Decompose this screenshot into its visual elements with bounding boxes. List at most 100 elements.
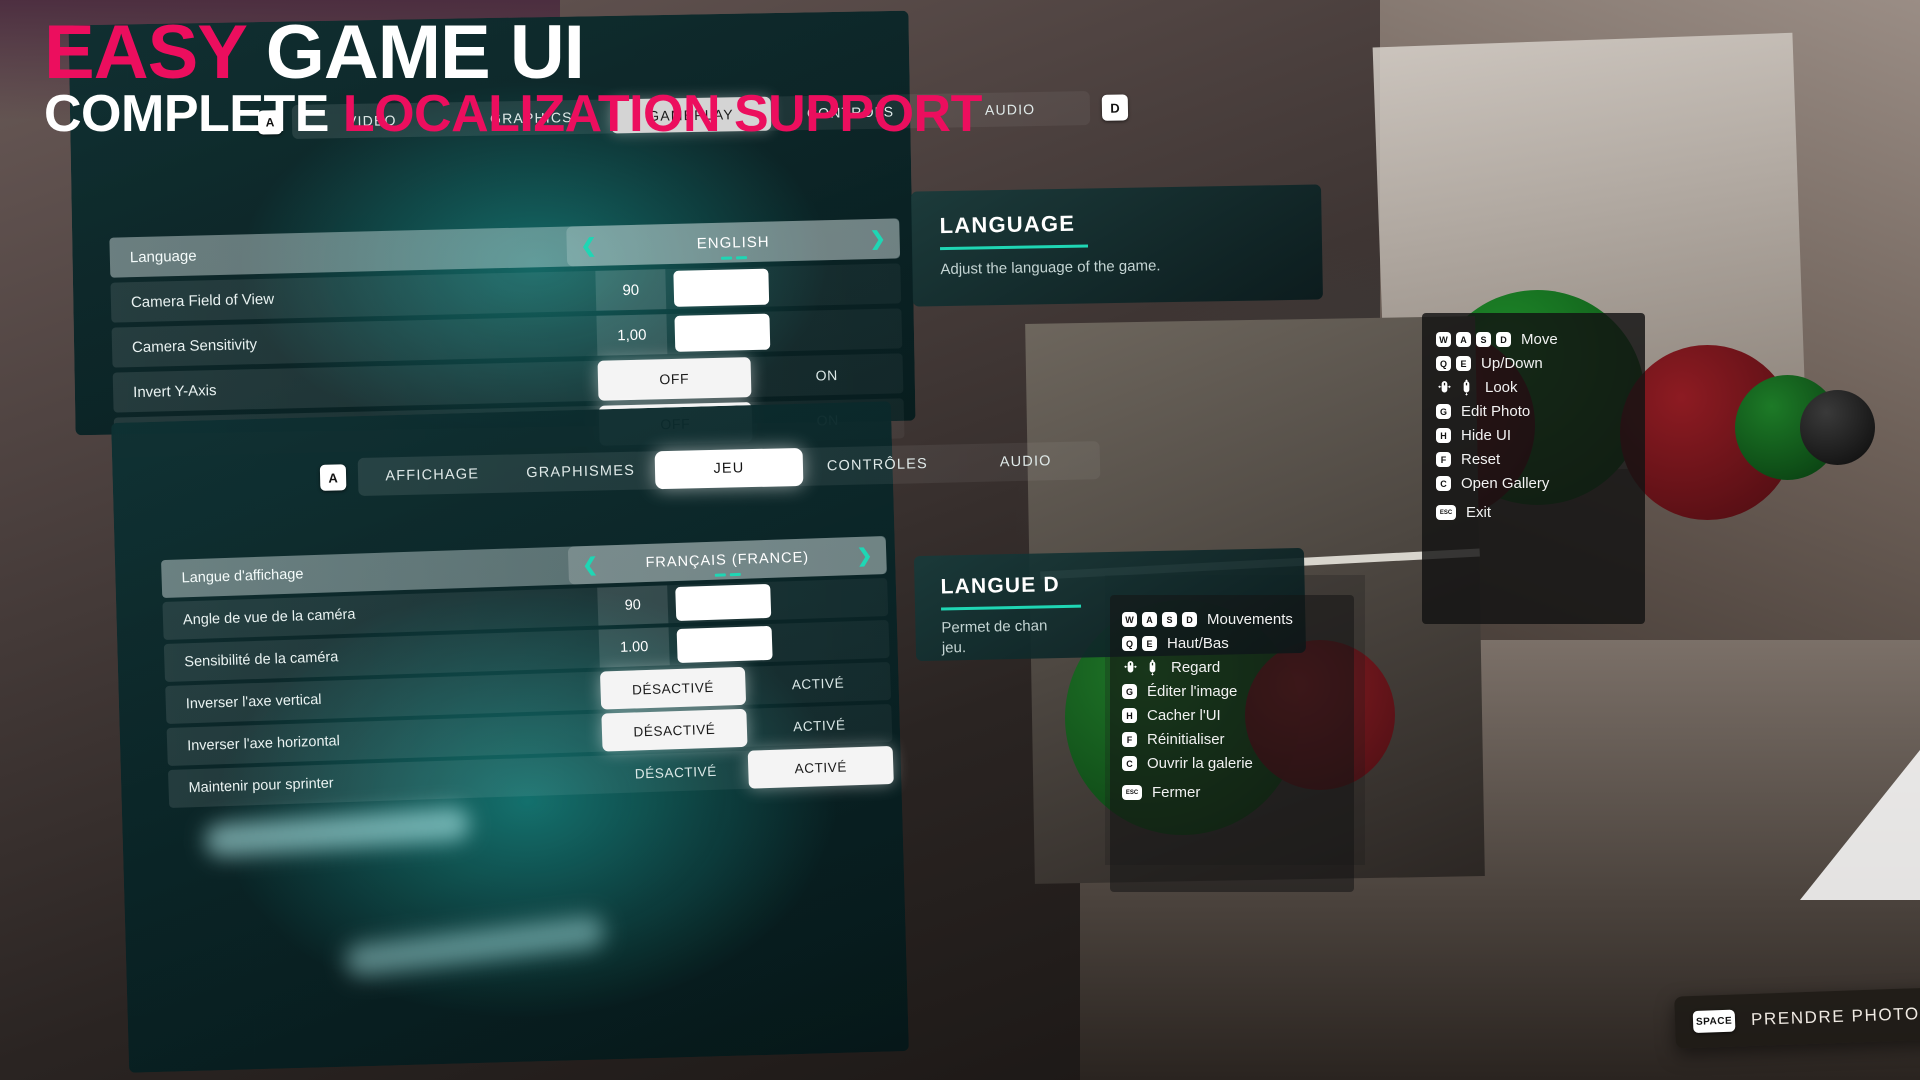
key-badge-d: D <box>1496 332 1511 347</box>
key-group: H <box>1436 428 1451 443</box>
next-tab-key-badge[interactable]: D <box>1101 94 1129 121</box>
french-tab-audio[interactable]: AUDIO <box>951 441 1100 482</box>
slider-control[interactable]: 90 <box>597 578 888 626</box>
english-tab-controls[interactable]: CONTROLS <box>770 94 930 131</box>
french-tab-jeu[interactable]: JEU <box>654 447 804 490</box>
hud-label: Look <box>1485 379 1518 396</box>
toggle-option-on[interactable]: ON <box>815 366 838 384</box>
tab-label: CONTRÔLES <box>826 456 929 475</box>
hud-label: Move <box>1521 331 1558 348</box>
slider-handle[interactable] <box>675 583 772 622</box>
mouse-horizontal-icon <box>1438 381 1451 393</box>
english-tab-graphics[interactable]: GRAPHICS <box>451 99 611 136</box>
toggle-control[interactable]: OFF ON <box>597 353 904 401</box>
row-label: Language <box>129 247 197 266</box>
english-tab-video[interactable]: VIDEO <box>292 102 452 139</box>
tab-label: VIDEO <box>346 112 397 130</box>
key-badge-h: H <box>1436 428 1451 443</box>
slider-control[interactable]: 90 <box>595 263 901 311</box>
hud-label: Réinitialiser <box>1147 731 1225 748</box>
key-group: G <box>1122 684 1137 699</box>
row-label: Inverser l'axe vertical <box>185 691 322 713</box>
english-hud-line-2: Look <box>1436 379 1631 396</box>
slider-handle[interactable] <box>674 313 771 352</box>
selector-value: FRANÇAIS (FRANCE) <box>598 548 857 577</box>
tab-label: GRAPHICS <box>489 109 573 127</box>
tab-label: CONTROLS <box>806 103 895 122</box>
english-tab-audio[interactable]: AUDIO <box>930 91 1090 128</box>
key-badge-esc: ESC <box>1122 785 1142 800</box>
prev-tab-key-badge-fr[interactable]: A <box>319 464 347 491</box>
key-group: F <box>1436 452 1451 467</box>
french-tab-graphismes[interactable]: GRAPHISMES <box>506 451 655 492</box>
key-badge-s: S <box>1162 612 1177 627</box>
space-key-badge: SPACE <box>1692 1009 1736 1034</box>
key-group: G <box>1436 404 1451 419</box>
prev-tab-key-badge[interactable]: A <box>257 110 283 135</box>
mouse-horizontal-icon <box>1124 661 1137 673</box>
slider-handle[interactable] <box>673 268 770 307</box>
slider-control[interactable]: 1.00 <box>598 620 890 668</box>
scene-light-triangle <box>1800 750 1920 900</box>
mouse-vertical-icon <box>1149 659 1156 676</box>
slider-control[interactable]: 1,00 <box>596 308 902 356</box>
french-info-rule <box>941 604 1082 611</box>
hud-label: Open Gallery <box>1461 475 1550 492</box>
language-selector[interactable]: ❮ENGLISH❯ <box>566 218 901 267</box>
english-hud-line-6: C Open Gallery <box>1436 475 1631 492</box>
key-group: C <box>1436 476 1451 491</box>
toggle-option-off[interactable]: DÉSACTIVÉ <box>601 708 748 752</box>
chevron-left-icon[interactable]: ❮ <box>582 553 599 576</box>
toggle-control[interactable]: DÉSACTIVÉ ACTIVÉ <box>603 745 894 794</box>
toggle-option-on[interactable]: ACTIVÉ <box>791 675 845 692</box>
selector-page-dots <box>720 255 747 260</box>
toggle-control[interactable]: DÉSACTIVÉ ACTIVÉ <box>599 662 891 710</box>
toggle-option-on[interactable]: ACTIVÉ <box>747 745 894 789</box>
key-group: F <box>1122 732 1137 747</box>
row-label: Invert Y-Axis <box>132 381 217 401</box>
take-photo-button[interactable]: SPACE PRENDRE PHOTO <box>1674 987 1920 1049</box>
toggle-option-on[interactable]: ACTIVÉ <box>792 716 846 734</box>
row-label: Angle de vue de la caméra <box>182 606 356 629</box>
chevron-right-icon[interactable]: ❯ <box>856 544 873 567</box>
key-badge-c: C <box>1436 476 1451 491</box>
hud-label: Edit Photo <box>1461 403 1531 420</box>
slider-handle[interactable] <box>676 625 773 664</box>
english-tab-gameplay[interactable]: GAMEPLAY <box>610 96 772 134</box>
key-badge-w: W <box>1122 612 1137 627</box>
french-settings-list[interactable]: Langue d'affichage ❮FRANÇAIS (FRANCE)❯ Ang… <box>161 536 894 812</box>
hud-label: Regard <box>1171 659 1221 676</box>
row-label: Camera Sensitivity <box>131 335 258 356</box>
chevron-right-icon[interactable]: ❯ <box>869 228 886 250</box>
toggle-option-off[interactable]: DÉSACTIVÉ <box>599 666 747 710</box>
hud-exit-label: Fermer <box>1152 784 1201 801</box>
chevron-left-icon[interactable]: ❮ <box>580 235 597 257</box>
toggle-option-off[interactable]: DÉSACTIVÉ <box>634 763 718 781</box>
hud-label: Mouvements <box>1207 611 1293 628</box>
key-badge-g: G <box>1436 404 1451 419</box>
selector-page-dots <box>714 572 741 577</box>
french-info-description-2: jeu. <box>941 639 967 657</box>
toggle-control[interactable]: DÉSACTIVÉ ACTIVÉ <box>601 704 892 752</box>
page-dot <box>720 255 732 260</box>
row-label: Langue d'affichage <box>181 566 304 587</box>
hud-exit-label: Exit <box>1466 504 1492 521</box>
key-badge-f: F <box>1122 732 1137 747</box>
row-label: Maintenir pour sprinter <box>188 775 334 797</box>
french-tab-affichage[interactable]: AFFICHAGE <box>358 455 507 496</box>
french-tab-contrles[interactable]: CONTRÔLES <box>803 445 952 486</box>
toggle-option-off[interactable]: OFF <box>597 357 751 401</box>
slider-value: 1.00 <box>598 627 670 668</box>
slider-value: 1,00 <box>596 314 668 356</box>
french-hud-exit: ESC Fermer <box>1122 784 1342 801</box>
